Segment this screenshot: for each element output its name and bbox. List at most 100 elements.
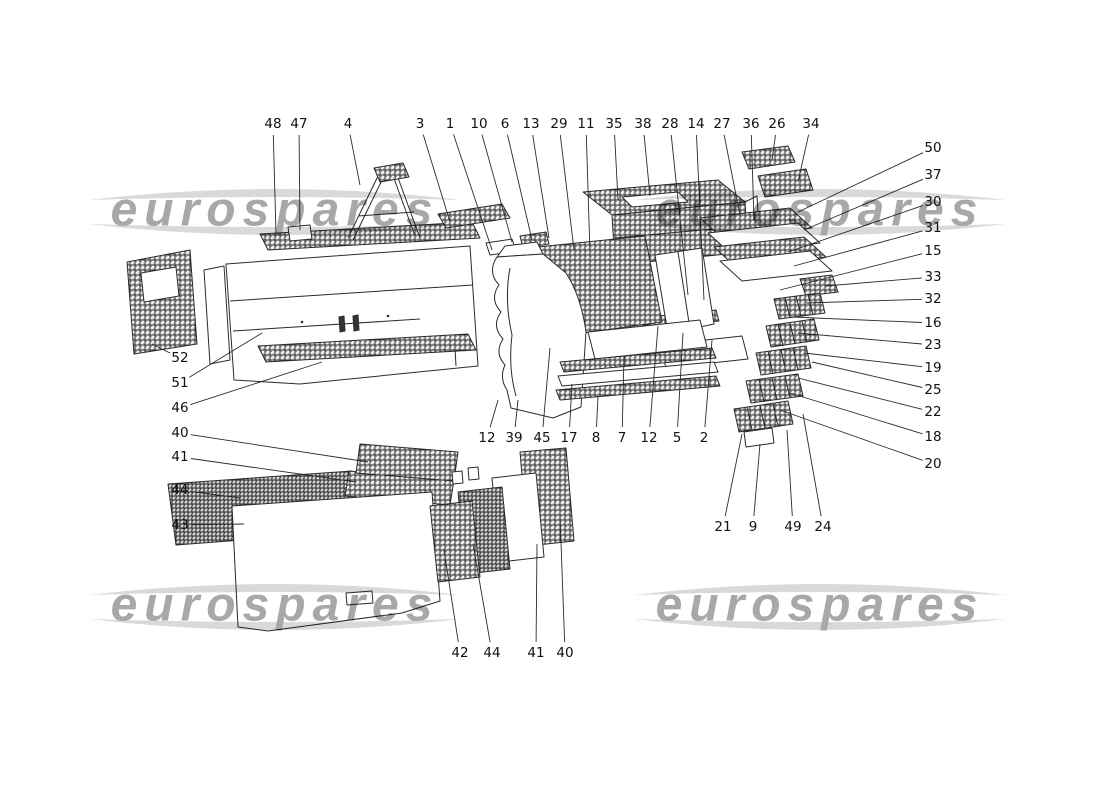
- leader-line-21: [724, 433, 743, 517]
- leader-line-32: [805, 298, 923, 304]
- leader-line-51: [189, 332, 263, 378]
- leader-line-52: [151, 343, 171, 354]
- leader-line-3: [422, 134, 451, 223]
- leader-line-41: [190, 458, 357, 483]
- frame-4-stand: [347, 162, 421, 241]
- callout-16: 16: [924, 315, 942, 331]
- callout-44: 44: [171, 482, 189, 498]
- leader-line-1: [453, 134, 493, 251]
- callout-38: 38: [634, 116, 652, 132]
- leader-line-31: [793, 230, 923, 267]
- callout-49: 49: [784, 519, 802, 535]
- callout-47: 47: [290, 116, 308, 132]
- callout-48: 48: [264, 116, 282, 132]
- leader-line-50: [797, 152, 924, 213]
- callout-7: 7: [617, 430, 627, 446]
- leader-line-23: [797, 332, 923, 345]
- leader-line-11: [585, 134, 591, 255]
- leader-line-12: [649, 325, 659, 428]
- callout-27: 27: [713, 116, 731, 132]
- leader-line-5: [677, 332, 684, 428]
- leader-line-41: [535, 543, 538, 643]
- callout-15: 15: [924, 243, 942, 259]
- leader-line-10: [481, 134, 513, 243]
- callout-24: 24: [814, 519, 832, 535]
- panel-42-lower-right: [429, 500, 481, 583]
- callout-5: 5: [672, 430, 682, 446]
- callout-35: 35: [605, 116, 623, 132]
- callout-44: 44: [483, 645, 501, 661]
- leader-line-2: [704, 339, 713, 428]
- callout-42: 42: [451, 645, 469, 661]
- leader-line-34: [797, 134, 810, 183]
- callout-32: 32: [924, 291, 942, 307]
- leader-line-39: [514, 399, 519, 428]
- callout-51: 51: [171, 375, 189, 391]
- callout-29: 29: [550, 116, 568, 132]
- leader-line-28: [670, 134, 689, 296]
- leader-line-38: [643, 134, 651, 197]
- panel-3-board: [437, 203, 511, 229]
- leader-line-29: [559, 134, 575, 251]
- leader-line-45: [542, 347, 551, 428]
- callout-9: 9: [748, 519, 758, 535]
- callout-46: 46: [171, 400, 189, 416]
- leader-line-43: [190, 523, 245, 526]
- callout-21: 21: [714, 519, 732, 535]
- leader-line-13: [532, 134, 550, 239]
- leader-line-7: [621, 355, 625, 428]
- callout-8: 8: [591, 430, 601, 446]
- callout-17: 17: [560, 430, 578, 446]
- sill-strips: [555, 347, 721, 401]
- leader-line-25: [811, 361, 923, 388]
- callout-40: 40: [556, 645, 574, 661]
- panel-52-door-insulation: [126, 249, 198, 355]
- leader-line-19: [803, 352, 923, 368]
- leader-line-14: [696, 134, 705, 301]
- leader-line-27: [723, 134, 741, 216]
- leader-line-16: [791, 316, 923, 323]
- leader-line-37: [803, 178, 924, 231]
- leader-line-40: [559, 513, 566, 643]
- leader-line-44: [472, 543, 491, 643]
- callout-22: 22: [924, 404, 942, 420]
- callout-45: 45: [533, 430, 551, 446]
- callout-36: 36: [742, 116, 760, 132]
- leader-line-49: [786, 429, 793, 517]
- leader-line-18: [789, 392, 923, 435]
- hook-clips: [451, 466, 480, 485]
- leader-line-36: [750, 134, 755, 221]
- leader-line-4: [349, 134, 361, 186]
- leader-line-48: [272, 134, 277, 235]
- leader-line-9: [753, 443, 761, 517]
- callout-43: 43: [171, 517, 189, 533]
- callout-40: 40: [171, 425, 189, 441]
- callout-12: 12: [640, 430, 658, 446]
- leader-line-40: [190, 434, 369, 463]
- leader-line-35: [614, 134, 619, 201]
- callout-10: 10: [470, 116, 488, 132]
- panel-46-bottom-rail: [257, 333, 477, 363]
- callout-6: 6: [500, 116, 510, 132]
- callout-33: 33: [924, 269, 942, 285]
- leader-line-22: [797, 377, 923, 410]
- callout-26: 26: [768, 116, 786, 132]
- callout-31: 31: [924, 220, 942, 236]
- callout-12: 12: [478, 430, 496, 446]
- callout-28: 28: [661, 116, 679, 132]
- leader-line-17: [569, 383, 573, 428]
- heat-shield-blocks: [733, 274, 839, 448]
- left-backing-panel: [203, 265, 231, 365]
- leader-line-47: [298, 134, 301, 231]
- callout-14: 14: [687, 116, 705, 132]
- panel-28-side: [654, 247, 715, 335]
- callout-3: 3: [415, 116, 425, 132]
- callout-37: 37: [924, 167, 942, 183]
- callout-25: 25: [924, 382, 942, 398]
- callout-41: 41: [527, 645, 545, 661]
- callout-41: 41: [171, 449, 189, 465]
- bracket-26: [741, 145, 796, 170]
- leader-line-15: [779, 253, 923, 291]
